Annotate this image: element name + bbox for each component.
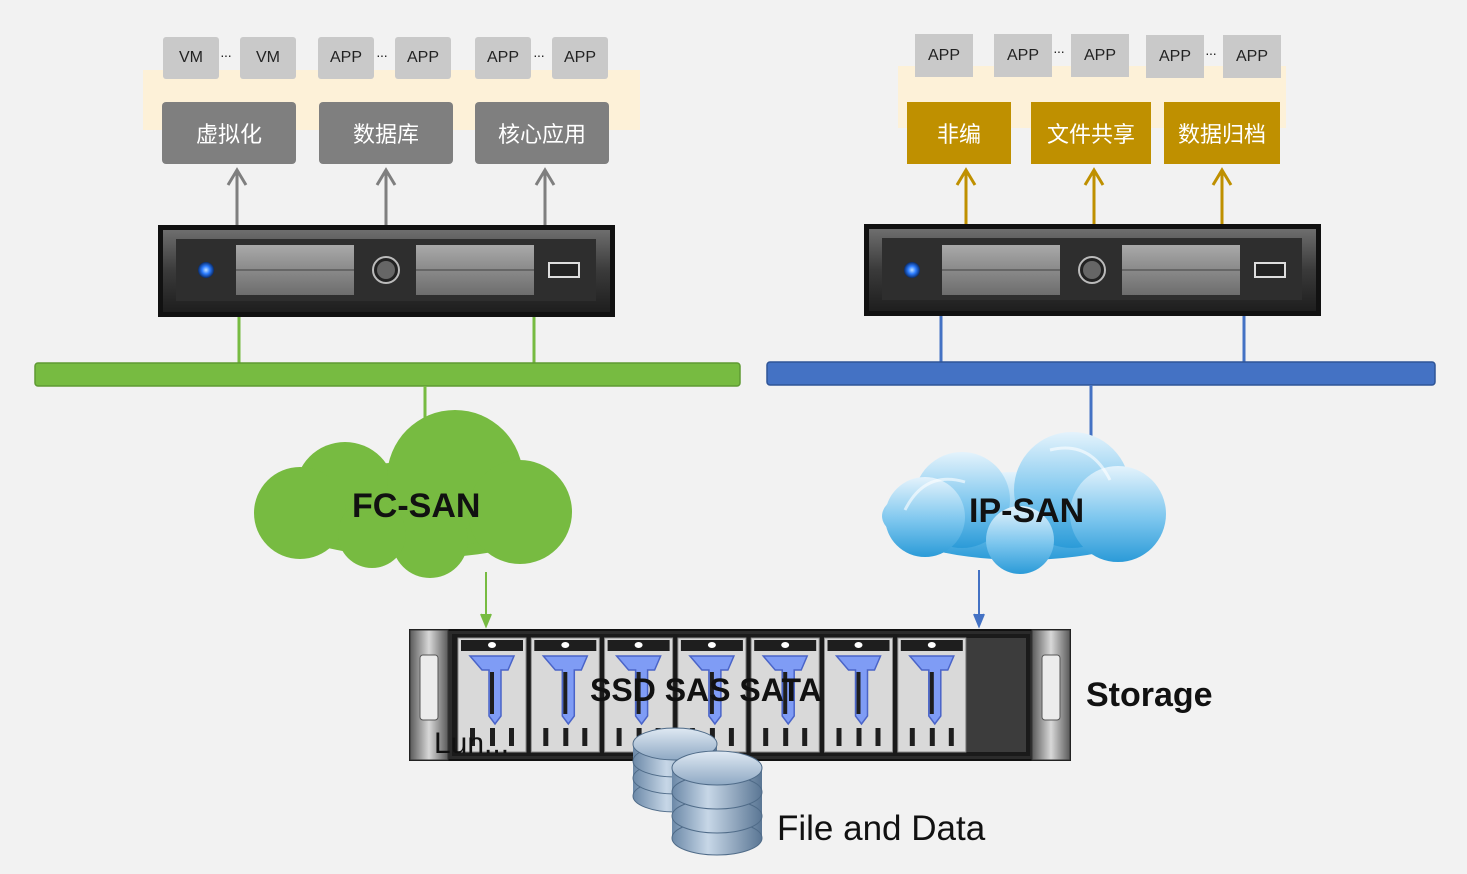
file-and-data-label: File and Data: [777, 809, 986, 848]
app-chip: APP: [1071, 34, 1129, 77]
storage-label: Storage: [1086, 676, 1213, 714]
disk-drive: [750, 637, 820, 753]
database-icon: [632, 727, 763, 856]
app-chip: APP: [915, 34, 973, 77]
right-server-links: [939, 316, 1246, 362]
app-chip: APP: [395, 37, 451, 79]
disk-drive: [824, 637, 893, 753]
app-chip: APP: [994, 34, 1052, 77]
left-server: [158, 225, 615, 317]
vm-chip-2: VM: [240, 37, 296, 79]
app-database: 数据库: [319, 102, 453, 164]
ip-san-bus: [766, 361, 1436, 386]
left-arrows: [226, 167, 556, 228]
disk-types-label: SSD SAS SATA: [590, 672, 822, 708]
app-core-application: 核心应用: [475, 102, 609, 164]
disk-drive: [897, 637, 967, 753]
disk-drive: [530, 637, 600, 753]
dots-separator: ···: [533, 47, 545, 63]
app-chip: APP: [475, 37, 531, 79]
vm-chip-1: VM: [163, 37, 219, 79]
dots-separator: ···: [1053, 43, 1065, 59]
app-file-sharing: 文件共享: [1031, 102, 1151, 164]
app-chip: APP: [1146, 35, 1204, 78]
ip-san-label: IP-SAN: [969, 492, 1085, 530]
left-server-links: [237, 317, 536, 363]
disk-drive: [677, 637, 747, 753]
app-chip: APP: [552, 37, 608, 79]
right-server: [864, 224, 1321, 316]
lun-label: Lun...: [434, 727, 510, 760]
right-arrows: [955, 167, 1233, 226]
dots-separator: ···: [1205, 45, 1217, 61]
ip-san-cloud: [882, 432, 1166, 574]
dots-separator: ···: [220, 47, 232, 63]
app-virtualization: 虚拟化: [162, 102, 296, 164]
app-nonlinear-editing: 非编: [907, 102, 1011, 164]
disk-drive: [457, 637, 527, 753]
dots-separator: ···: [376, 47, 388, 63]
app-chip: APP: [1223, 35, 1281, 78]
app-data-archive: 数据归档: [1164, 102, 1280, 164]
fc-san-label: FC-SAN: [352, 487, 481, 525]
fc-san-bus: [34, 362, 741, 387]
disk-drives: [457, 637, 967, 753]
fc-san-cloud: [254, 410, 572, 578]
app-chip: APP: [318, 37, 374, 79]
